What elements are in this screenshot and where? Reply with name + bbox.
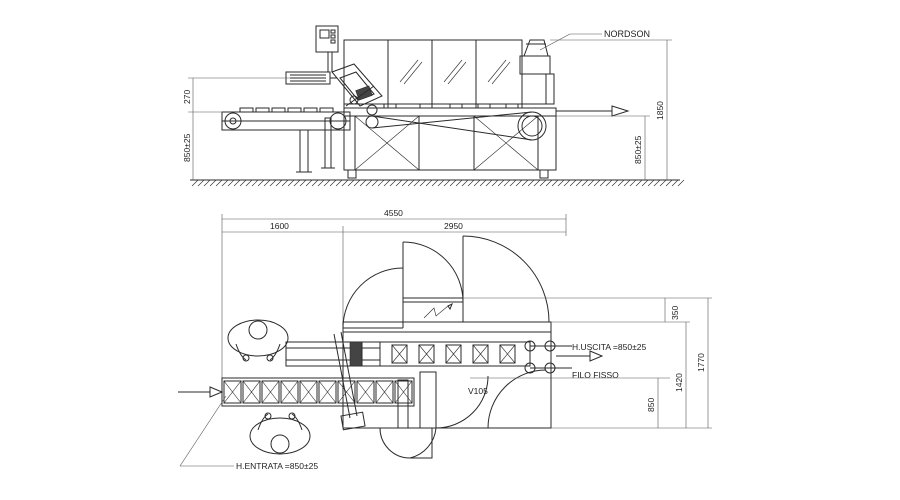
- dim-350: 350: [670, 306, 680, 320]
- carton: [280, 380, 299, 404]
- nordson-label: NORDSON: [604, 29, 650, 39]
- carton: [356, 380, 375, 404]
- carton: [239, 107, 254, 113]
- carton: [261, 380, 280, 404]
- side-dimensions: 270 850±25 850±25 1850: [182, 39, 672, 180]
- carton: [472, 344, 489, 364]
- carton: [271, 107, 286, 113]
- carton: [477, 103, 491, 109]
- carton: [299, 380, 318, 404]
- machine-footprint: V105: [342, 297, 552, 429]
- carton: [337, 380, 356, 404]
- overhead-feeder: [285, 25, 383, 116]
- top-infeed-conveyor: [178, 331, 415, 431]
- carton: [505, 103, 519, 109]
- carton: [419, 103, 433, 109]
- top-view: 4550 1600 2950: [178, 208, 712, 471]
- top-main-conveyor: [285, 340, 604, 374]
- label-uscita: H.USCITA =850±25: [572, 342, 646, 352]
- carton: [418, 344, 435, 364]
- carton: [287, 107, 302, 113]
- right-dimensions: 350 1420 1770 850: [463, 297, 712, 429]
- dim-270: 270: [182, 90, 192, 104]
- infeed-conveyor: [221, 107, 351, 173]
- dim-1600: 1600: [270, 221, 289, 231]
- carton: [449, 103, 463, 109]
- top-dimensions: 4550 1600 2950: [221, 208, 567, 380]
- carton: [375, 380, 394, 404]
- dim-850: 850: [646, 398, 656, 412]
- dim-850-right: 850±25: [633, 135, 643, 164]
- carton: [223, 380, 242, 404]
- label-v105: V105: [468, 386, 488, 396]
- process-conveyor: [343, 103, 630, 179]
- dim-2950: 2950: [444, 221, 463, 231]
- operator-top: [227, 319, 289, 362]
- carton: [303, 107, 318, 113]
- floor-line: [190, 179, 685, 187]
- carton: [318, 380, 337, 404]
- operator-bottom: [249, 412, 311, 455]
- dim-1770: 1770: [696, 353, 706, 372]
- carton: [391, 344, 408, 364]
- nordson-unit: NORDSON: [519, 29, 650, 105]
- carton: [394, 380, 413, 404]
- side-view: NORDSON: [182, 25, 685, 187]
- carton: [445, 344, 462, 364]
- dim-1420: 1420: [674, 373, 684, 392]
- dim-4550: 4550: [384, 208, 403, 218]
- carton: [255, 107, 270, 113]
- carton: [242, 380, 261, 404]
- carton: [499, 344, 516, 364]
- label-entrata: H.ENTRATA =850±25: [236, 461, 318, 471]
- label-filo-fisso: FILO FISSO: [572, 370, 619, 380]
- dim-850-left: 850±25: [182, 133, 192, 162]
- dim-1850: 1850: [655, 101, 665, 120]
- carton: [319, 107, 334, 113]
- carton: [383, 103, 397, 109]
